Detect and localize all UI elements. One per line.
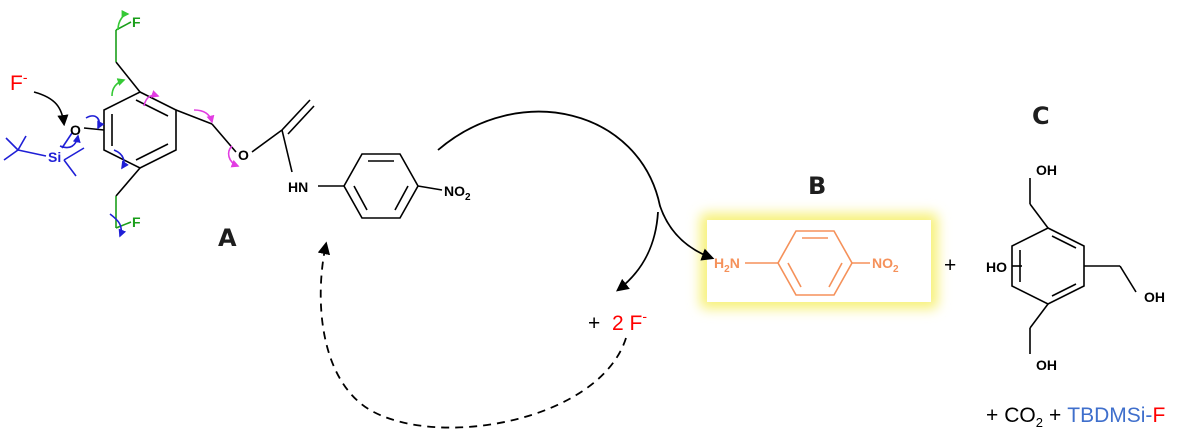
ether-oxygen: O [238, 147, 249, 163]
recycle-arrow [317, 241, 627, 429]
fluoride-anion: F- [10, 69, 28, 95]
fluoride-release-arrow [616, 211, 659, 292]
hydroxyl-right: OH [1144, 289, 1165, 305]
plus-between-b-c: + [944, 254, 956, 277]
phenolic-oxygen: O [70, 122, 81, 138]
electron-arrows [33, 10, 240, 238]
molecule-a [3, 21, 443, 229]
reaction-arrows [317, 110, 715, 429]
silicon-atom: Si [48, 149, 61, 165]
fluorine-bottom: F [132, 214, 141, 230]
label-c: C [1032, 102, 1050, 130]
nitro-group-b: NO2 [872, 255, 899, 275]
hydroxyl-top: OH [1036, 162, 1057, 178]
label-a: A [218, 224, 237, 252]
fluorine-top: F [132, 14, 141, 30]
released-fluoride: 2 F- [612, 308, 647, 335]
amine-group: H2N [714, 255, 740, 275]
molecule-b [745, 230, 870, 296]
hydroxyl-left: HO [986, 259, 1007, 275]
label-b: B [808, 172, 826, 200]
product-b-box [707, 220, 931, 302]
nitro-group-a: NO2 [444, 183, 471, 203]
hydroxyl-bottom: OH [1036, 357, 1057, 373]
main-arrow [437, 110, 715, 261]
molecule-c [1011, 178, 1137, 354]
plus-fluoride: + [588, 312, 600, 335]
amide-nh: HN [288, 179, 308, 195]
byproduct-line: +CO2+TBDMSi-F [986, 404, 1165, 430]
